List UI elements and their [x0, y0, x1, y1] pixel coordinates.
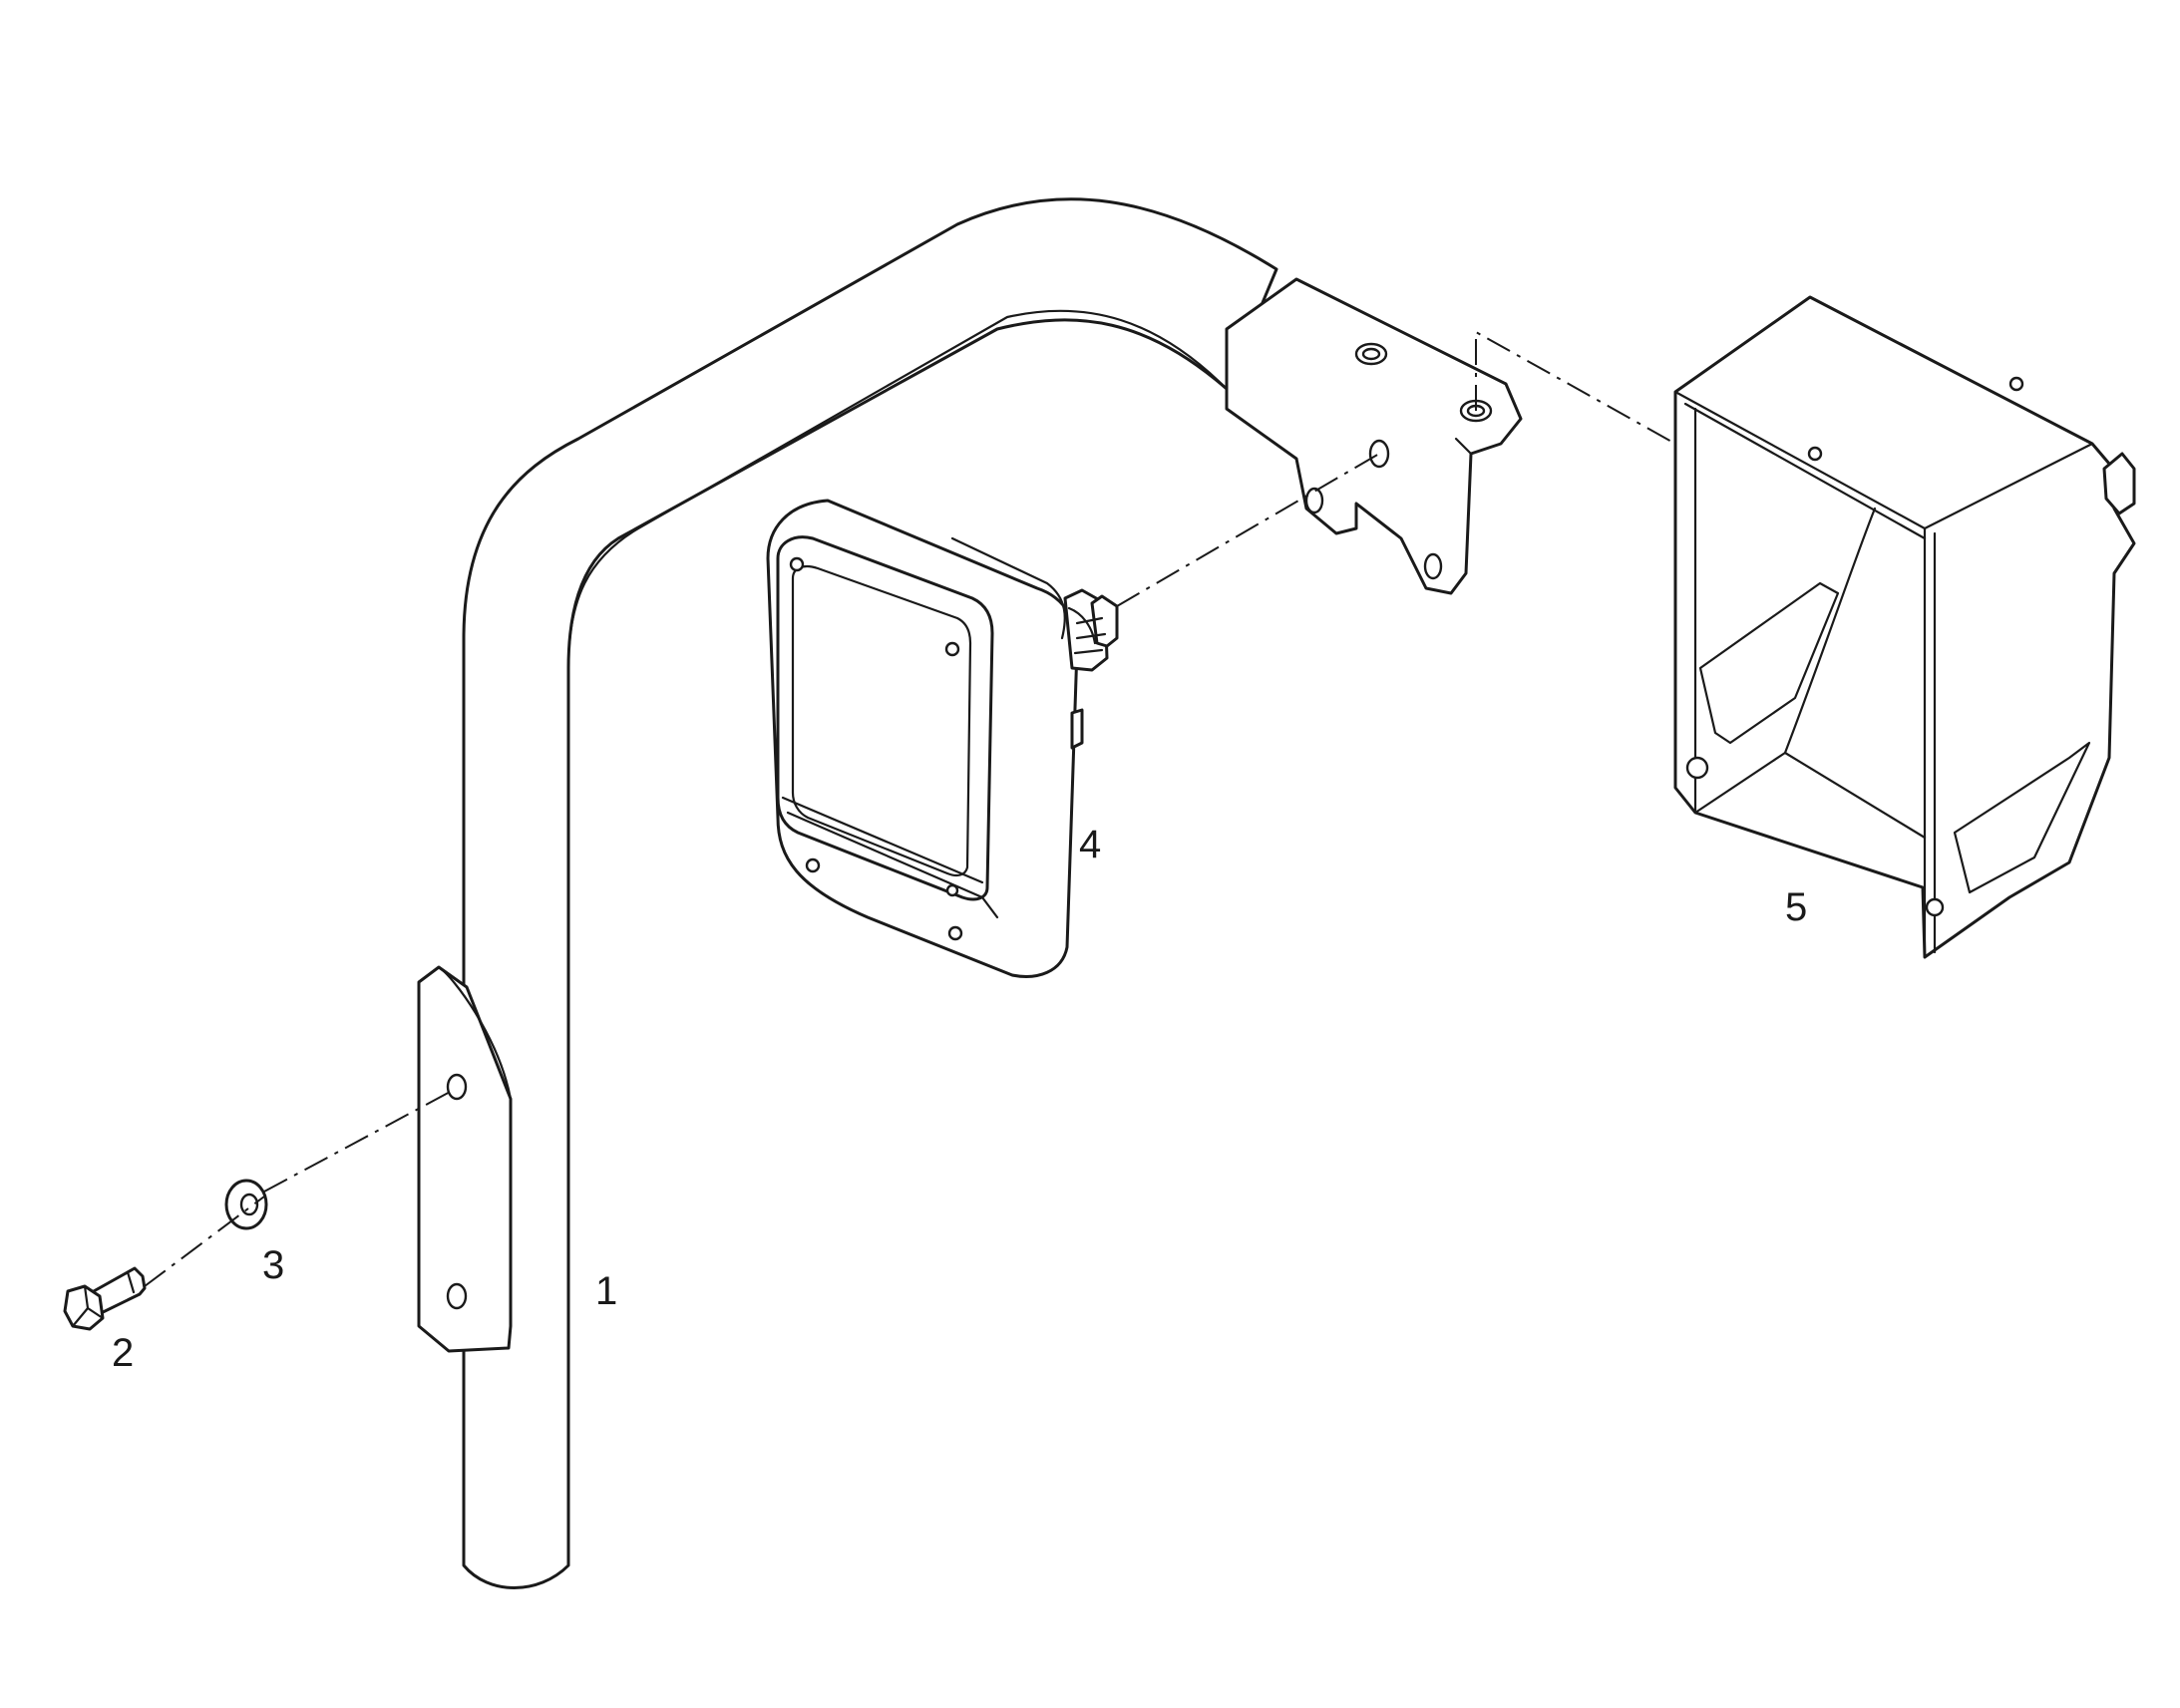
axis-guard-to-bracket: [1475, 330, 1676, 445]
bracket-side-hole: [1368, 439, 1390, 469]
plate-hole-upper: [446, 1073, 468, 1101]
guard-cutout-left: [1698, 581, 1840, 745]
lamp-screw-top-left: [789, 556, 805, 572]
lamp-screw-bottom-right: [947, 925, 963, 941]
lamp-mounting-stud: [1063, 588, 1119, 672]
callout-labels: 1 2 3 4 5: [112, 823, 1807, 1375]
guard-top-bolt: [1807, 446, 1823, 462]
bolt-head: [63, 1284, 105, 1331]
callout-3: 3: [262, 1243, 284, 1287]
plate-hole-lower: [446, 1282, 468, 1310]
axis-lamp-to-bracket: [1116, 453, 1380, 607]
tube-arm: [462, 197, 1278, 1589]
callout-5: 5: [1785, 885, 1807, 929]
guard-outer: [1673, 295, 2136, 959]
guard-side-nut: [1685, 756, 1709, 780]
callout-1: 1: [595, 1269, 617, 1313]
lamp-guard: [1673, 295, 2136, 959]
assembly-axes: [144, 330, 1676, 1287]
lamp-screw-top-right: [944, 641, 960, 657]
lamp-lens-bezel: [776, 535, 994, 901]
hex-bolt: [63, 1266, 147, 1331]
callout-4: 4: [1079, 823, 1101, 866]
lamp-screw-bottom-left: [805, 857, 821, 873]
guard-cutout-right: [1953, 741, 2091, 894]
tube-mounting-plate: [417, 965, 513, 1353]
callout-2: 2: [112, 1331, 134, 1375]
work-lamp: [766, 499, 1119, 978]
guard-hinge: [2102, 452, 2136, 515]
lamp-lens: [791, 564, 972, 877]
axis-bolt-to-plate: [144, 1196, 265, 1287]
lamp-mounting-bracket: [1225, 277, 1523, 595]
